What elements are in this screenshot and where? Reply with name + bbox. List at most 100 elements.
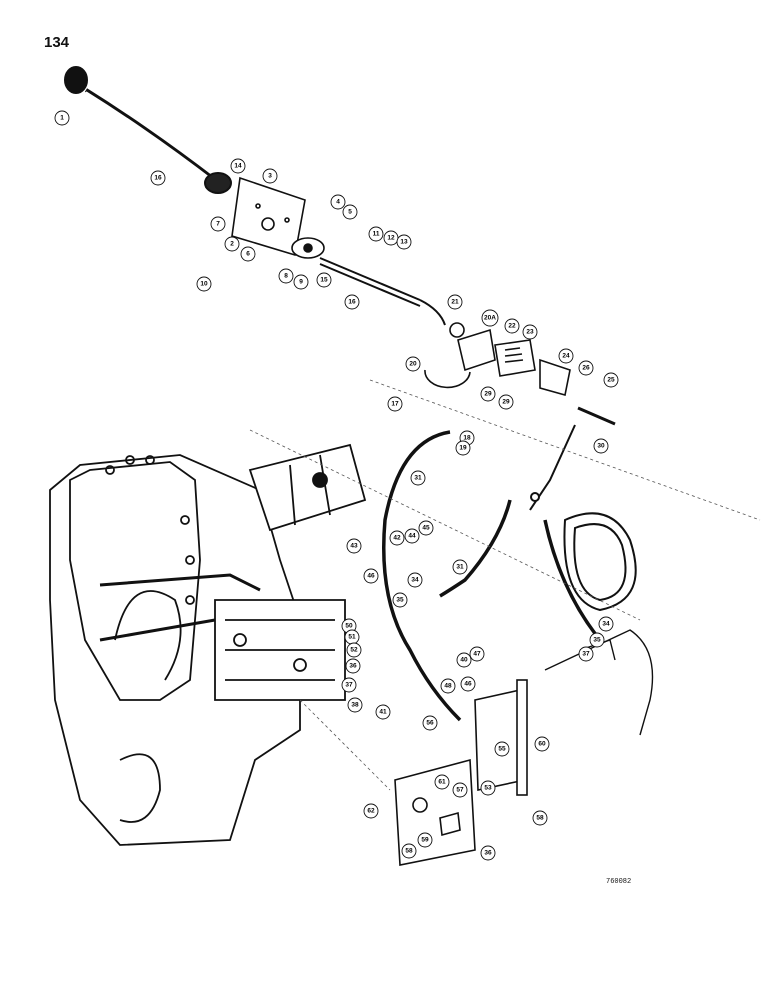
callout-label: 35: [593, 637, 601, 644]
callout-label: 8: [284, 273, 288, 280]
callout-label: 58: [536, 815, 544, 822]
callout-label: 36: [484, 850, 492, 857]
callout-22: 22: [504, 318, 520, 334]
callout-36: 36: [480, 845, 496, 861]
callout-14: 14: [230, 158, 246, 174]
callout-29: 29: [480, 386, 496, 402]
callout-57: 57: [452, 782, 468, 798]
callout-label: 42: [393, 535, 401, 542]
callout-label: 61: [438, 779, 446, 786]
callout-label: 46: [367, 573, 375, 580]
callout-30: 30: [593, 438, 609, 454]
callout-label: 53: [484, 785, 492, 792]
callout-62: 62: [363, 803, 379, 819]
callout-label: 13: [400, 239, 408, 246]
callout-16: 16: [344, 294, 360, 310]
callout-label: 26: [582, 365, 590, 372]
callout-61: 61: [434, 774, 450, 790]
callout-label: 31: [414, 475, 422, 482]
drawing-code: 760082: [606, 878, 632, 886]
callout-label: 48: [444, 683, 452, 690]
callout-label: 5: [348, 209, 352, 216]
callout-label: 58: [405, 848, 413, 855]
callout-label: 50: [345, 623, 353, 630]
callout-4: 4: [330, 194, 346, 210]
callout-46: 46: [460, 676, 476, 692]
callout-label: 22: [508, 323, 516, 330]
side-plate: [544, 629, 654, 736]
callout-2: 2: [224, 236, 240, 252]
callout-label: 2: [230, 241, 234, 248]
callout-53: 53: [480, 780, 496, 796]
callout-51: 51: [344, 629, 360, 645]
callout-label: 6: [246, 251, 250, 258]
callout-31: 31: [410, 470, 426, 486]
callout-38: 38: [347, 697, 363, 713]
callout-48: 48: [440, 678, 456, 694]
callout-label: 44: [408, 533, 416, 540]
callout-12: 12: [383, 230, 399, 246]
shift-lever: [64, 66, 232, 194]
callout-label: 4: [336, 199, 340, 206]
callout-23: 23: [522, 324, 538, 340]
callout-7: 7: [210, 216, 226, 232]
callout-59: 59: [417, 832, 433, 848]
callout-label: 12: [387, 235, 395, 242]
transmission-housing: [49, 454, 301, 846]
callout-58: 58: [532, 810, 548, 826]
callout-34: 34: [407, 572, 423, 588]
callout-17: 17: [387, 396, 403, 412]
callout-43: 43: [346, 538, 362, 554]
callout-label: 40: [460, 657, 468, 664]
callout-label: 25: [607, 377, 615, 384]
callout-label: 41: [379, 709, 387, 716]
callout-24: 24: [558, 348, 574, 364]
callout-label: 21: [451, 299, 459, 306]
callout-label: 43: [350, 543, 358, 550]
callout-label: 23: [526, 329, 534, 336]
callout-label: 34: [411, 577, 419, 584]
callout-42: 42: [389, 530, 405, 546]
connecting-rod: [529, 424, 576, 511]
mounting-plate: [231, 176, 325, 259]
callout-label: 19: [459, 445, 467, 452]
callout-20: 20: [405, 356, 421, 372]
callout-label: 11: [373, 231, 380, 238]
reference-lines: [249, 379, 761, 791]
callout-21: 21: [447, 294, 463, 310]
callout-label: 20: [409, 361, 417, 368]
callout-label: 55: [498, 746, 506, 753]
callout-label: 10: [200, 281, 208, 288]
callout-46: 46: [363, 568, 379, 584]
callout-31: 31: [452, 559, 468, 575]
callout-label: 35: [396, 597, 404, 604]
hydraulic-pump: [248, 443, 367, 532]
callout-label: 36: [349, 663, 357, 670]
callout-36: 36: [345, 658, 361, 674]
callout-16: 16: [150, 170, 166, 186]
callout-label: 30: [597, 443, 605, 450]
callout-25: 25: [603, 372, 619, 388]
callout-label: 59: [421, 837, 429, 844]
callout-label: 16: [348, 299, 356, 306]
callout-label: 15: [320, 277, 328, 284]
callout-37: 37: [341, 677, 357, 693]
callout-55: 55: [494, 741, 510, 757]
page-number: 134: [44, 34, 70, 51]
callout-13: 13: [396, 234, 412, 250]
callout-15: 15: [316, 272, 332, 288]
callout-37: 37: [578, 646, 594, 662]
callout-29: 29: [498, 394, 514, 410]
callout-label: 16: [154, 175, 162, 182]
callout-35: 35: [589, 632, 605, 648]
shift-shaft: [319, 257, 446, 326]
callout-44: 44: [404, 528, 420, 544]
callout-label: 37: [582, 651, 590, 658]
callout-label: 45: [422, 525, 430, 532]
callout-6: 6: [240, 246, 256, 262]
callout-47: 47: [469, 646, 485, 662]
callout-45: 45: [418, 520, 434, 536]
callout-8: 8: [278, 268, 294, 284]
belt-loop: [563, 512, 637, 612]
